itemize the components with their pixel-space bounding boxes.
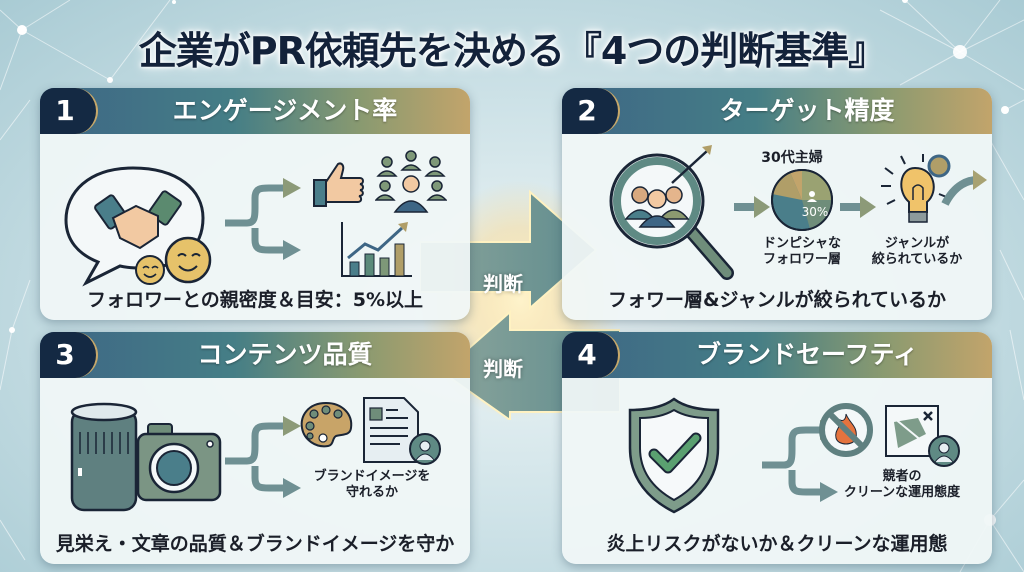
genre-label-line2: 絞られているか — [871, 252, 963, 267]
branch-arrow-icon — [225, 178, 301, 260]
pie-title: 30代主婦 — [761, 150, 823, 166]
arrow-right-icon — [840, 196, 876, 218]
lightbulb-icon — [881, 154, 987, 223]
card-number: 1 — [40, 88, 98, 134]
judge-label-top: 判断 — [483, 272, 523, 296]
card-footer: フォロワーとの親密度＆目安：5%以上 — [86, 289, 424, 311]
genre-label-line1: ジャンルが — [884, 236, 950, 251]
follower-label-line1: ドンピシャな — [762, 236, 841, 251]
genre-label: ジャンルが 絞られているか — [862, 236, 972, 268]
shield-check-icon — [628, 397, 720, 514]
user-avatar-icon — [409, 433, 441, 465]
thumbs-up-icon — [313, 162, 364, 207]
growth-chart-icon — [341, 222, 412, 277]
brand-image-label: ブランドイメージを 守れるか — [302, 469, 442, 501]
brand-image-label-line1: ブランドイメージを — [313, 469, 431, 484]
page-title: 企業がPR依頼先を決める『4つの判断基準』 — [138, 29, 887, 73]
judge-label-bottom: 判断 — [483, 357, 523, 381]
competitor-label-line1: 競者の — [882, 469, 922, 484]
pie-chart-icon — [771, 169, 833, 231]
pie-value: 30% — [801, 205, 829, 219]
competitor-label-line2: クリーンな運用態度 — [843, 485, 961, 500]
brand-image-label-line2: 守れるか — [345, 485, 398, 500]
card-footer: 炎上リスクがないか＆クリーンな運用態 — [606, 533, 948, 555]
arrow-right-icon — [734, 196, 770, 218]
card-number: 2 — [562, 88, 620, 134]
competitor-label: 競者の クリーンな運用態度 — [832, 469, 972, 501]
card-target-accuracy: 2 ターゲット精度 30代主婦 30% ドンピシャな フォ — [562, 88, 992, 320]
audience-icon — [375, 150, 447, 213]
card-header — [562, 88, 992, 134]
card-title: エンゲージメント率 — [172, 96, 398, 125]
branch-arrow-icon — [225, 416, 301, 498]
card-header — [40, 88, 470, 134]
card-content-quality: 3 コンテンツ品質 ブランドイメージを 守れるか 見栄え・文章の品質＆ブランドイ… — [40, 332, 470, 564]
card-number: 3 — [40, 332, 98, 378]
no-fire-icon — [819, 403, 873, 457]
card-footer: フォワー層&ジャンルが絞られているか — [607, 289, 947, 311]
card-header — [562, 332, 992, 378]
handshake-speech-icon — [64, 166, 212, 287]
card-footer: 見栄え・文章の品質＆ブランドイメージを守か — [55, 533, 455, 555]
card-header — [40, 332, 470, 378]
follower-label: ドンピシャな フォロワー層 — [747, 236, 857, 268]
card-title: ブランドセーフティ — [695, 340, 918, 369]
card-title: コンテンツ品質 — [197, 340, 373, 369]
palette-icon — [300, 401, 353, 448]
card-number: 4 — [562, 332, 620, 378]
card-engagement: 1 エンゲージメント率 — [40, 88, 470, 320]
follower-label-line2: フォロワー層 — [762, 252, 841, 267]
user-avatar-icon — [928, 435, 960, 467]
camera-lens-icon — [70, 402, 222, 512]
card-brand-safety: 4 ブランドセーフティ 競者の クリーンな運用態度 炎上リスクがないか＆クリーン… — [562, 332, 992, 564]
magnifier-target-icon — [609, 145, 734, 280]
card-title: ターゲット精度 — [719, 96, 895, 125]
